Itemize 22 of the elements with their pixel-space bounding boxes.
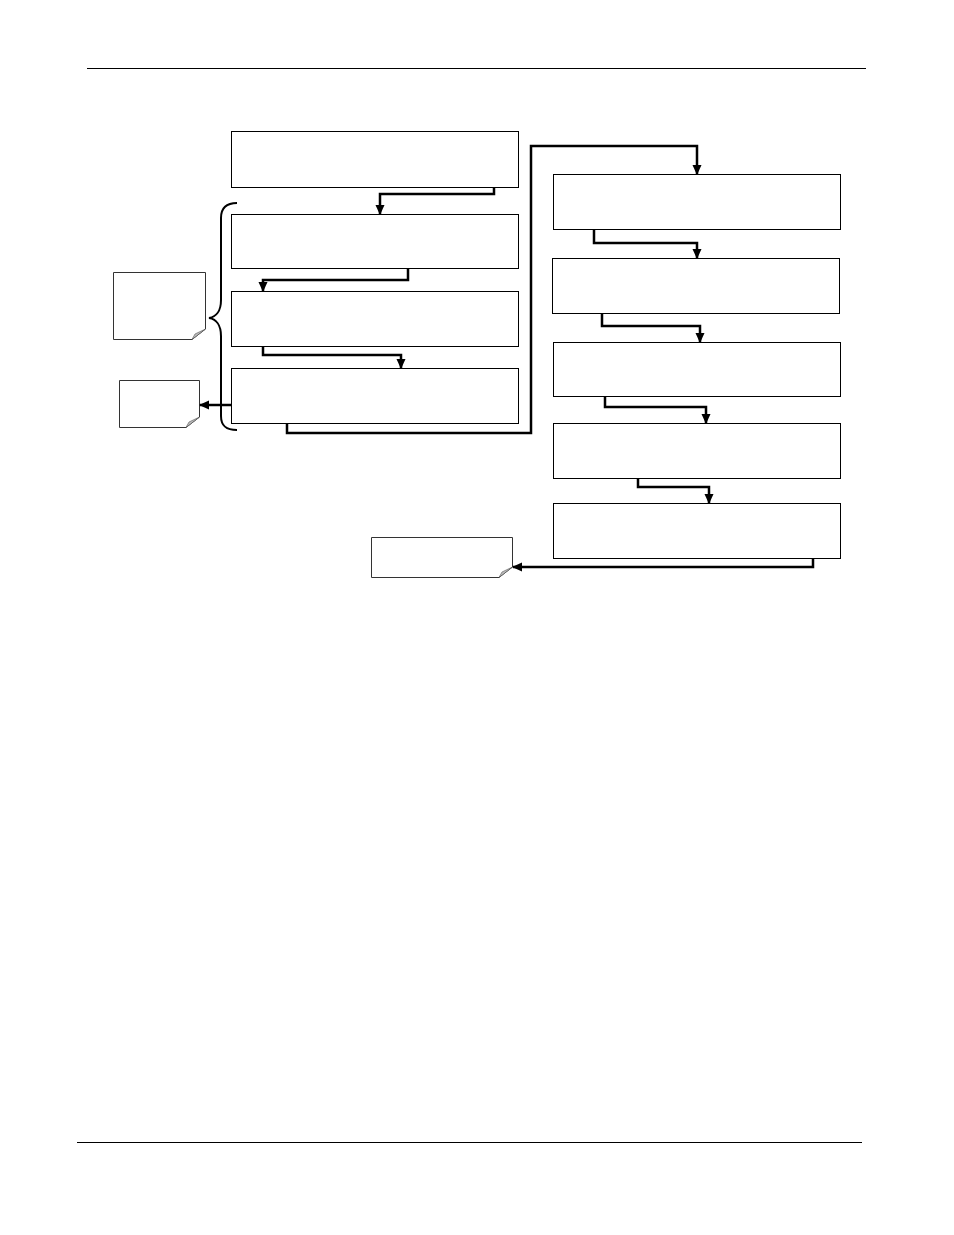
connector-arrow [199, 400, 231, 410]
connector-arrow [600, 314, 705, 343]
process-box [231, 214, 519, 269]
connector-arrow [375, 188, 496, 215]
folded-note [113, 272, 206, 340]
connector-arrow [258, 269, 410, 292]
folded-note [371, 537, 513, 578]
process-box [552, 258, 840, 314]
process-box [553, 174, 841, 230]
process-box [231, 291, 519, 347]
connector-arrow [592, 230, 702, 259]
connector-arrow [285, 144, 702, 435]
connector-arrow [603, 397, 711, 424]
process-box [231, 368, 519, 424]
connector-arrow [636, 479, 714, 504]
process-box [553, 503, 841, 559]
process-box [553, 342, 841, 397]
process-box [553, 423, 841, 479]
connector-arrow [512, 559, 815, 572]
folded-note [119, 380, 200, 428]
connector-arrow [261, 347, 406, 369]
process-box [231, 131, 519, 188]
